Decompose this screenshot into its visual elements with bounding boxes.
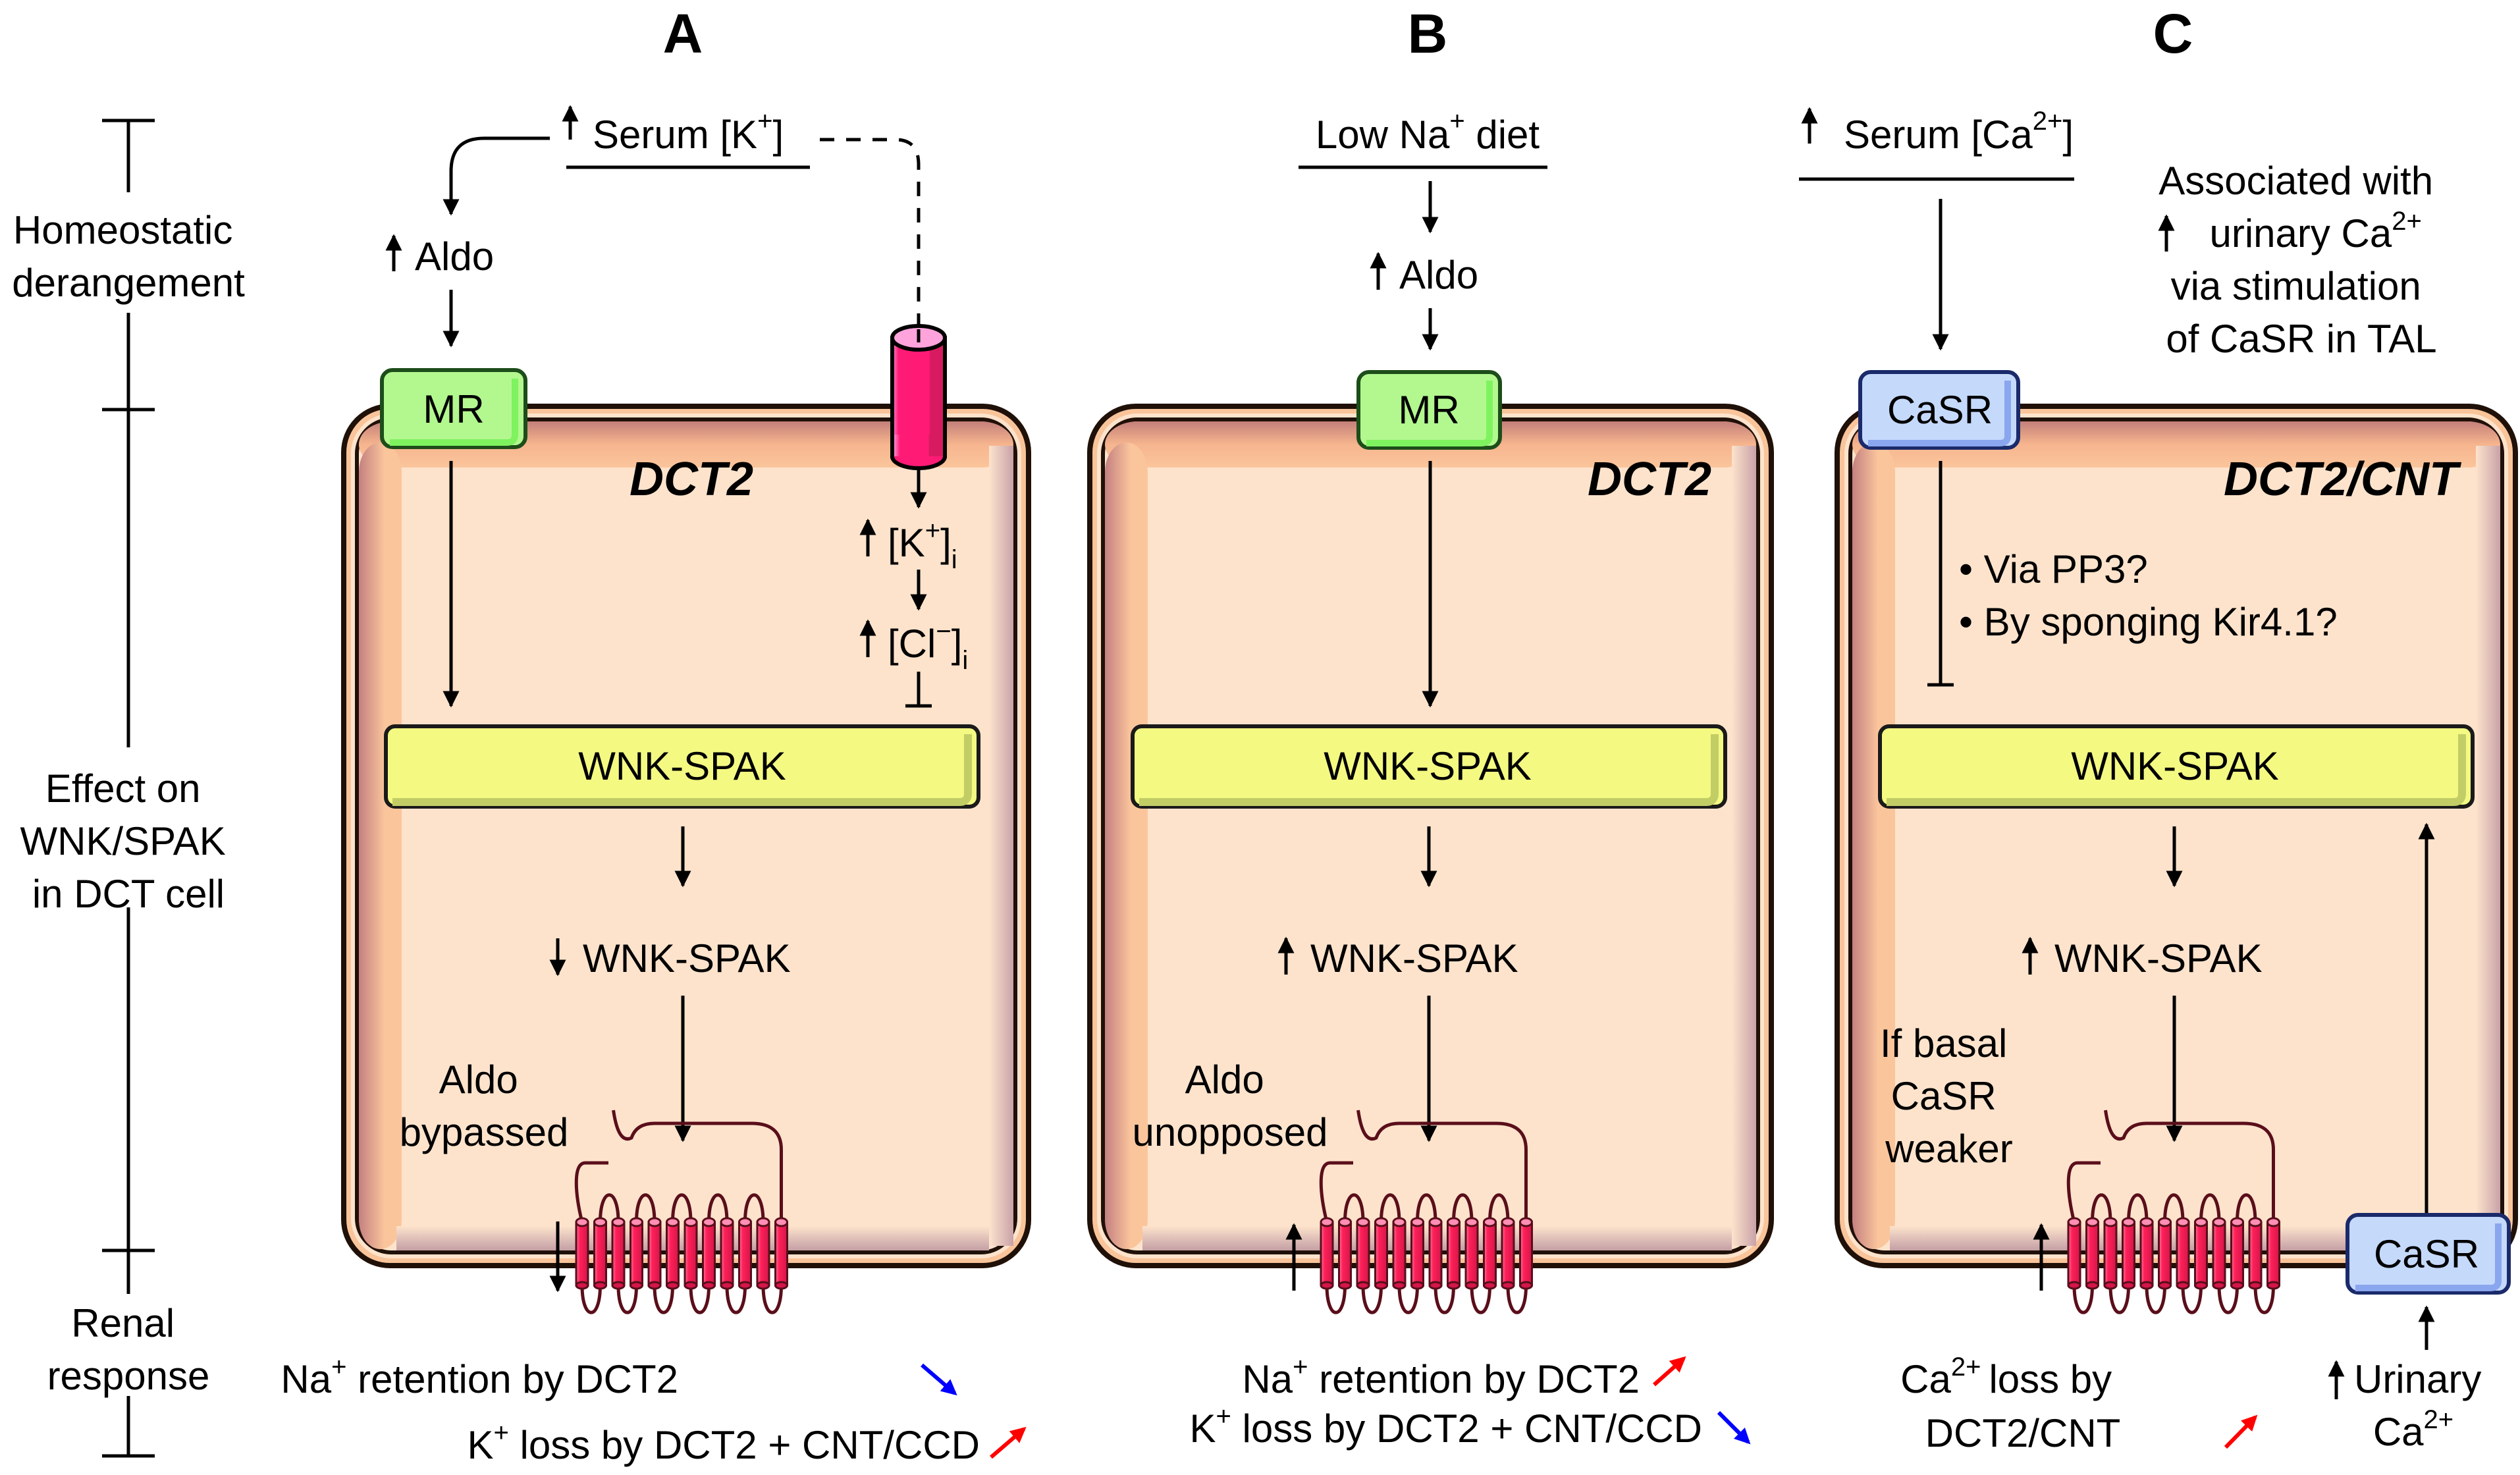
transmembrane-helix: [1320, 1217, 1334, 1290]
stimulus-serum-ca: Serum [Ca2+]: [1844, 107, 2074, 157]
side-note-a: Aldo bypassed: [400, 1058, 569, 1154]
ncc-transporter-icon: [1319, 1110, 1533, 1314]
response-na-retention-a: Na+ retention by DCT2: [281, 1353, 678, 1401]
cl-intracellular: [Cl−]i: [888, 617, 968, 675]
transmembrane-helix: [647, 1217, 662, 1290]
transmembrane-helix: [593, 1217, 607, 1290]
transmembrane-helix: [2085, 1217, 2099, 1290]
response-k-loss-b: K+ loss by DCT2 + CNT/CCD: [1190, 1402, 1703, 1451]
wnk-spak-bar: WNK-SPAK: [1131, 724, 1727, 809]
mr-receptor: MR: [1356, 370, 1502, 450]
mechanism-kir41: • By sponging Kir4.1?: [1959, 600, 2338, 644]
mechanism-pp3: • Via PP3?: [1959, 547, 2148, 591]
trend-down-blue-arrow-icon: [1717, 1410, 1751, 1445]
panel-a: Serum [K+] Aldo MR DCT2 [K+]i: [281, 105, 1027, 1467]
transmembrane-helix: [1356, 1217, 1370, 1290]
transmembrane-helix: [1428, 1217, 1443, 1290]
transmembrane-helix: [684, 1217, 698, 1290]
transmembrane-helix: [2158, 1217, 2172, 1290]
casr-basolateral-receptor: CaSR: [2346, 1213, 2511, 1295]
ncc-transporter-icon: [574, 1110, 788, 1314]
transmembrane-helix: [2067, 1217, 2081, 1290]
panel-c: Serum [Ca2+] Associated with urinary Ca2…: [1799, 107, 2511, 1455]
axis-label-renal: Renal response: [47, 1301, 210, 1398]
transmembrane-helix: [1501, 1217, 1515, 1290]
effect-wnk-spak-c: WNK-SPAK: [2054, 936, 2263, 980]
transmembrane-helix: [1392, 1217, 1407, 1290]
transmembrane-helix: [1374, 1217, 1388, 1290]
arrow-to-aldo: [442, 136, 550, 216]
mr-label: MR: [423, 387, 484, 431]
casr-apical-receptor: CaSR: [1858, 370, 2020, 450]
cell-body-c: [1835, 404, 2518, 1268]
trend-up-red-arrow-icon: [990, 1426, 1027, 1459]
transmembrane-helix: [2194, 1217, 2208, 1290]
mr-receptor: MR: [380, 368, 527, 449]
trend-up-red-arrow-icon: [2224, 1414, 2258, 1449]
transmembrane-helix: [2266, 1217, 2280, 1290]
k-intracellular: [K+]i: [888, 516, 957, 574]
transmembrane-helix: [666, 1217, 680, 1290]
panel-letter-b: B: [1408, 3, 1448, 65]
wnk-spak-bar: WNK-SPAK: [384, 724, 980, 809]
stimulus-low-na-diet: Low Na+ diet: [1316, 107, 1540, 157]
transmembrane-helix: [1410, 1217, 1424, 1290]
side-note-c: If basal CaSR weaker: [1880, 1021, 2018, 1171]
association-note: Associated with urinary Ca2+ via stimula…: [2158, 159, 2444, 361]
side-note-b: Aldo unopposed: [1133, 1058, 1328, 1154]
transmembrane-helix: [1338, 1217, 1352, 1290]
response-na-retention-b: Na+ retention by DCT2: [1242, 1353, 1640, 1401]
transmembrane-helix: [2212, 1217, 2226, 1290]
transmembrane-helix: [611, 1217, 626, 1290]
transmembrane-helix: [1483, 1217, 1497, 1290]
transmembrane-helix: [720, 1217, 734, 1290]
transmembrane-helix: [774, 1217, 788, 1290]
transmembrane-helix: [630, 1217, 643, 1290]
response-k-loss-a: K+ loss by DCT2 + CNT/CCD: [468, 1418, 980, 1467]
transmembrane-helix: [2103, 1217, 2118, 1290]
trend-down-blue-arrow-icon: [921, 1363, 957, 1396]
ncc-transporter-icon: [2066, 1110, 2280, 1314]
transmembrane-helix: [738, 1217, 752, 1290]
panel-b: Low Na+ diet Aldo MR DCT2 WNK-SPAK WNK-S…: [1131, 107, 1751, 1451]
stage-axis: Homeostatic derangement Effect on WNK/SP…: [12, 119, 245, 1458]
wnk-spak-label: WNK-SPAK: [578, 744, 786, 788]
effect-wnk-spak-b: WNK-SPAK: [1310, 936, 1518, 980]
cell-name-b: DCT2: [1588, 453, 1711, 506]
k-channel-icon: [890, 324, 947, 470]
mr-label: MR: [1398, 388, 1459, 432]
casr-label: CaSR: [1887, 388, 1993, 432]
transmembrane-helix: [2139, 1217, 2154, 1290]
dashed-arrow-to-channel: [820, 138, 921, 329]
transmembrane-helix: [1464, 1217, 1479, 1290]
urinary-ca: Urinary Ca2+: [2354, 1357, 2492, 1454]
cell-name-a: DCT2: [630, 453, 753, 506]
transmembrane-helix: [2122, 1217, 2135, 1290]
transmembrane-helix: [1447, 1217, 1461, 1290]
transmembrane-helix: [1519, 1217, 1533, 1290]
axis-label-homeostatic: Homeostatic derangement: [12, 208, 245, 305]
transmembrane-helix: [575, 1217, 589, 1290]
panel-letter-a: A: [663, 3, 703, 65]
aldo-label: Aldo: [1399, 253, 1478, 297]
wnk-spak-label: WNK-SPAK: [2071, 744, 2279, 788]
casr-label: CaSR: [2374, 1232, 2479, 1276]
transmembrane-helix: [756, 1217, 770, 1290]
effect-wnk-spak-a: WNK-SPAK: [583, 936, 791, 980]
aldo-label: Aldo: [415, 234, 494, 279]
transmembrane-helix: [2230, 1217, 2244, 1290]
cell-name-c: DCT2/CNT: [2224, 453, 2462, 506]
transmembrane-helix: [702, 1217, 716, 1290]
axis-label-effect: Effect on WNK/SPAK in DCT cell: [20, 766, 237, 916]
transmembrane-helix: [2248, 1217, 2263, 1290]
wnk-spak-label: WNK-SPAK: [1324, 744, 1532, 788]
transmembrane-helix: [2176, 1217, 2190, 1290]
panel-letter-c: C: [2153, 3, 2193, 65]
trend-up-red-arrow-icon: [1653, 1356, 1686, 1387]
response-ca-loss: Ca2+loss by DCT2/CNT: [1900, 1353, 2123, 1455]
stimulus-serum-k: Serum [K+]: [593, 107, 784, 157]
wnk-spak-bar: WNK-SPAK: [1878, 724, 2475, 809]
